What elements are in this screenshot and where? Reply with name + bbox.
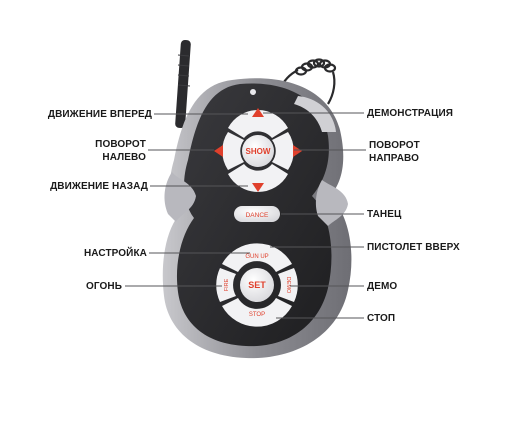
callout-stop: СТОП xyxy=(367,313,396,324)
callout-demo: ДЕМО xyxy=(367,281,398,292)
callout-dance: ТАНЕЦ xyxy=(367,209,402,220)
direction-pad xyxy=(222,109,294,192)
stop-label: STOP xyxy=(249,312,265,318)
dance-label: DANCE xyxy=(246,212,269,219)
leader-lines xyxy=(125,112,366,319)
demo-label: DEMO xyxy=(285,277,291,294)
arrow-down-icon[interactable] xyxy=(252,183,264,192)
arrow-left-icon[interactable] xyxy=(214,145,223,157)
set-button[interactable] xyxy=(240,268,274,302)
gun-up-label: GUN UP xyxy=(245,254,268,260)
fire-label: FIRE xyxy=(224,278,230,291)
callout-settings: НАСТРОЙКА xyxy=(83,248,147,259)
show-button[interactable] xyxy=(242,135,274,167)
set-label: SET xyxy=(248,280,266,290)
antenna xyxy=(175,40,191,128)
callout-turn-right: ПОВОРОТ НАПРАВО xyxy=(369,140,420,164)
arrow-up-icon[interactable] xyxy=(252,108,264,117)
led-indicator xyxy=(250,89,256,95)
callout-turn-left: ПОВОРОТ НАЛЕВО xyxy=(95,139,146,163)
arrow-right-icon[interactable] xyxy=(293,145,302,157)
dance-button[interactable] xyxy=(234,206,280,222)
callout-forward: ДВИЖЕНИЕ ВПЕРЕД xyxy=(47,109,152,120)
callout-demonstration: ДЕМОНСТРАЦИЯ xyxy=(367,108,454,119)
bottom-ring xyxy=(216,243,298,327)
callout-gun-up: ПИСТОЛЕТ ВВЕРХ xyxy=(367,242,460,253)
callout-backward: ДВИЖЕНИЕ НАЗАД xyxy=(50,181,148,192)
show-label: SHOW xyxy=(246,147,271,156)
callout-fire: ОГОНЬ xyxy=(85,281,122,292)
